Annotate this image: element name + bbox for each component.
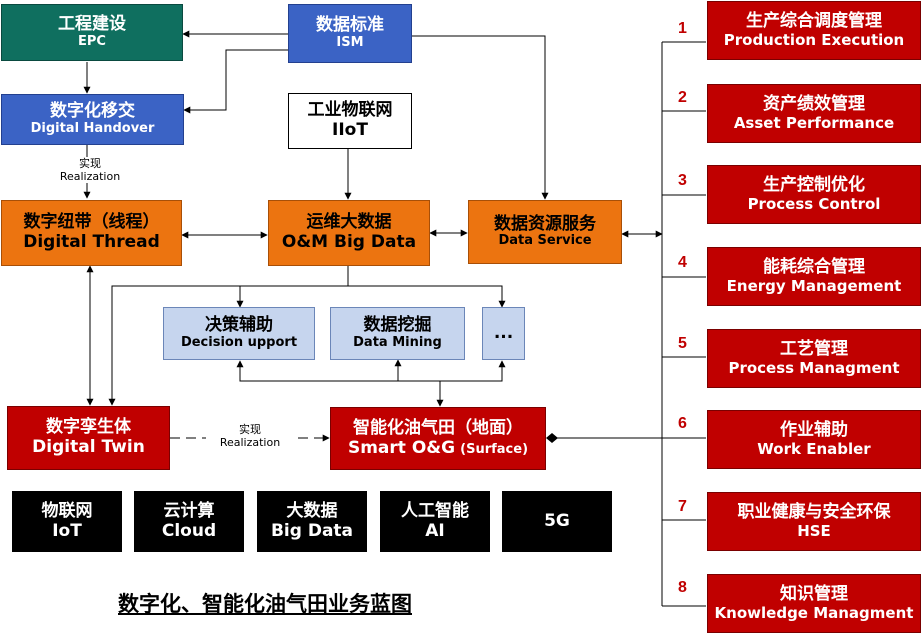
omdata-zh: 运维大数据 xyxy=(306,212,392,233)
app-3-zh: 生产控制优化 xyxy=(763,175,865,196)
app-num-7: 7 xyxy=(678,498,687,515)
ism-zh: 数据标准 xyxy=(316,15,384,36)
data-service-box: 数据资源服务 Data Service xyxy=(468,200,622,264)
iiot-zh: 工业物联网 xyxy=(307,100,393,121)
mining-en: Data Mining xyxy=(353,334,442,350)
app-production-execution: 生产综合调度管理 Production Execution xyxy=(707,1,921,60)
app-energy-management: 能耗综合管理 Energy Management xyxy=(707,247,921,306)
app-4-en: Energy Management xyxy=(726,276,902,295)
decision-support-box: 决策辅助 Decision upport xyxy=(163,307,315,360)
app-num-5: 5 xyxy=(678,335,687,352)
app-8-en: Knowledge Managment xyxy=(714,603,914,622)
app-num-3: 3 xyxy=(678,172,687,189)
realization-label-1: 实现 Realization xyxy=(50,157,130,184)
app-2-zh: 资产绩效管理 xyxy=(763,94,865,115)
decision-en: Decision upport xyxy=(180,334,298,350)
app-num-8: 8 xyxy=(678,579,687,596)
tech-bigdata-en: Big Data xyxy=(270,520,354,541)
app-num-4: 4 xyxy=(678,254,687,271)
smartog-en: Smart O&G xyxy=(347,437,456,458)
analytics-bus-line xyxy=(236,360,506,382)
dataservice-zh: 数据资源服务 xyxy=(494,213,596,234)
tech-cloud-box: 云计算 Cloud xyxy=(134,491,244,552)
omdata-to-twin-line xyxy=(108,266,349,406)
thread-zh: 数字纽带（线程） xyxy=(23,212,160,233)
smartog-en-line: Smart O&G (Surface) xyxy=(347,437,529,459)
realization-2-zh: 实现 xyxy=(239,423,261,436)
tech-bigdata-box: 大数据 Big Data xyxy=(257,491,367,552)
app-8-zh: 知识管理 xyxy=(780,584,848,605)
app-process-control: 生产控制优化 Process Control xyxy=(707,165,921,224)
omdata-en: O&M Big Data xyxy=(281,232,417,252)
twin-zh: 数字孪生体 xyxy=(46,417,131,438)
tech-iot-en: IoT xyxy=(52,520,82,541)
epc-zh: 工程建设 xyxy=(58,14,126,35)
tech-ai-en: AI xyxy=(425,520,445,541)
tech-ai-zh: 人工智能 xyxy=(401,500,469,521)
tech-iot-zh: 物联网 xyxy=(41,500,93,521)
smartog-zh: 智能化油气田（地面） xyxy=(353,417,523,438)
app-hse: 职业健康与安全环保 HSE xyxy=(707,492,921,551)
tech-cloud-en: Cloud xyxy=(161,520,217,541)
omdata-to-more-line xyxy=(348,285,506,308)
app-1-en: Production Execution xyxy=(723,30,905,49)
ism-box: 数据标准 ISM xyxy=(288,4,412,63)
app-4-zh: 能耗综合管理 xyxy=(763,257,865,278)
epc-box: 工程建设 EPC xyxy=(1,4,183,61)
app-7-en: HSE xyxy=(797,521,831,540)
ism-to-handover-line xyxy=(183,49,288,114)
tech-5g-box: 5G xyxy=(502,491,612,552)
more-text: ... xyxy=(493,322,514,343)
tech-bigdata-zh: 大数据 xyxy=(286,500,338,521)
iiot-en: IIoT xyxy=(332,120,368,140)
iiot-box: 工业物联网 IIoT xyxy=(288,93,412,149)
smartog-en-suffix: (Surface) xyxy=(460,441,529,457)
app-num-2: 2 xyxy=(678,89,687,106)
smart-og-box: 智能化油气田（地面） Smart O&G (Surface) xyxy=(330,407,546,470)
app-2-en: Asset Performance xyxy=(733,113,895,132)
app-6-en: Work Enabler xyxy=(757,439,871,458)
realization-2-en: Realization xyxy=(219,436,281,450)
realization-label-2: 实现 Realization xyxy=(206,423,294,450)
handover-box: 数字化移交 Digital Handover xyxy=(1,94,184,145)
digital-thread-box: 数字纽带（线程） Digital Thread xyxy=(1,200,182,266)
ism-en: ISM xyxy=(336,34,364,50)
om-big-data-box: 运维大数据 O&M Big Data xyxy=(268,200,430,266)
handover-zh: 数字化移交 xyxy=(50,101,135,122)
tech-5g-en: 5G xyxy=(544,510,570,531)
app-knowledge-management: 知识管理 Knowledge Managment xyxy=(707,574,921,633)
mining-zh: 数据挖掘 xyxy=(363,315,432,336)
app-5-en: Process Managment xyxy=(728,358,900,377)
app-asset-performance: 资产绩效管理 Asset Performance xyxy=(707,84,921,143)
decision-zh: 决策辅助 xyxy=(205,315,273,336)
app-num-1: 1 xyxy=(678,20,687,37)
app-7-zh: 职业健康与安全环保 xyxy=(737,502,891,523)
app-1-zh: 生产综合调度管理 xyxy=(746,11,882,32)
epc-en: EPC xyxy=(78,33,106,49)
realization-1-en: Realization xyxy=(59,170,121,184)
app-3-en: Process Control xyxy=(747,194,881,213)
page-title: 数字化、智能化油气田业务蓝图 xyxy=(118,592,412,616)
handover-en: Digital Handover xyxy=(30,120,155,136)
ism-to-dataservice-line xyxy=(412,35,549,200)
more-box: ... xyxy=(482,307,525,360)
dataservice-en: Data Service xyxy=(498,233,592,249)
app-5-zh: 工艺管理 xyxy=(780,339,848,360)
digital-twin-box: 数字孪生体 Digital Twin xyxy=(7,406,170,470)
app-process-management: 工艺管理 Process Managment xyxy=(707,329,921,388)
thread-en: Digital Thread xyxy=(23,232,160,252)
app-6-zh: 作业辅助 xyxy=(780,420,848,441)
tech-iot-box: 物联网 IoT xyxy=(12,491,122,552)
tech-cloud-zh: 云计算 xyxy=(163,500,215,521)
data-mining-box: 数据挖掘 Data Mining xyxy=(330,307,465,360)
tech-ai-box: 人工智能 AI xyxy=(380,491,490,552)
realization-1-zh: 实现 xyxy=(79,157,101,170)
twin-en: Digital Twin xyxy=(32,437,145,457)
app-num-6: 6 xyxy=(678,415,687,432)
app-work-enabler: 作业辅助 Work Enabler xyxy=(707,410,921,469)
